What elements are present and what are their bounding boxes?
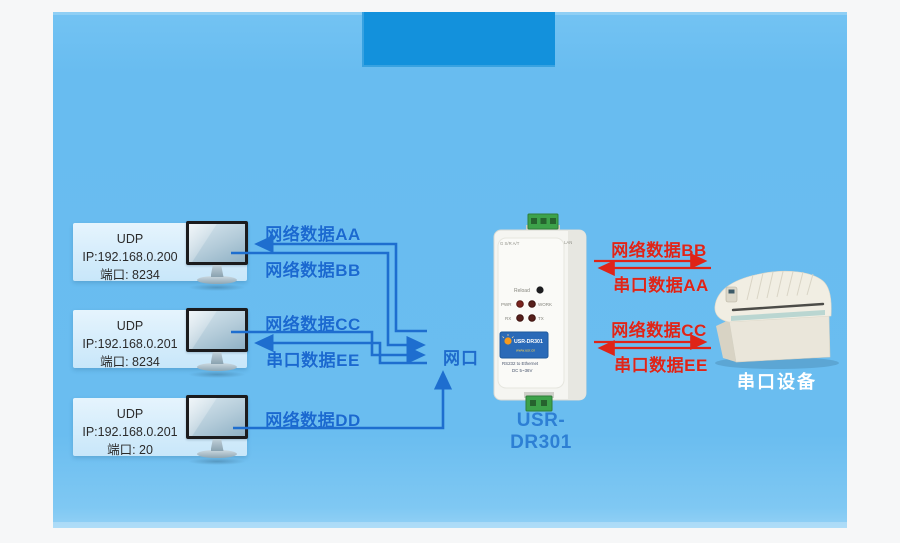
serial-device-label: 串口设备 xyxy=(737,372,817,392)
device-voltage-text: DC 5~36V xyxy=(512,368,532,373)
printer-cover-ribs xyxy=(746,271,814,301)
network-port-label: 网口 xyxy=(443,349,479,368)
pc2-ip: IP:192.168.0.201 xyxy=(82,336,178,351)
flow-label-ser-aa: 串口数据AA xyxy=(613,276,709,295)
device-bottom-connector xyxy=(524,392,554,398)
monitor-screen xyxy=(186,221,248,265)
monitor-shadow xyxy=(188,371,246,378)
reload-label: Reload xyxy=(514,288,530,294)
monitor-screen xyxy=(186,308,248,352)
terminal-screws xyxy=(531,218,556,224)
rx-led xyxy=(516,314,524,322)
pc1-port: 端口: 8234 xyxy=(100,267,160,282)
serial-printer xyxy=(714,270,839,369)
monitor-shadow xyxy=(188,458,246,465)
monitor-base xyxy=(197,363,237,371)
monitor-stand xyxy=(210,439,224,451)
monitor-stand xyxy=(210,352,224,364)
led-pwr-label: PWR xyxy=(501,302,512,307)
tx-led xyxy=(528,314,536,322)
led-work-label: WORK xyxy=(538,302,552,307)
terminal-screws-bottom xyxy=(530,400,547,406)
device-function-text: RS232 to Ethernet xyxy=(502,361,539,366)
monitor-screen xyxy=(186,395,248,439)
device-top-label-left: G S/R A/T xyxy=(500,241,520,246)
pc3-ip: IP:192.168.0.201 xyxy=(82,424,178,439)
led-rx-label: RX xyxy=(505,316,511,321)
printer-paper-slot xyxy=(731,302,825,312)
computer-icon-2 xyxy=(186,308,248,378)
flow-label-bb: 网络数据BB xyxy=(265,261,361,280)
led-tx-label: TX xyxy=(538,316,544,321)
computer-icon-1 xyxy=(186,221,248,291)
flow-label-aa: 网络数据AA xyxy=(265,225,361,244)
pwr-led xyxy=(516,300,524,308)
flow-label-ee: 串口数据EE xyxy=(266,351,360,370)
usr-logo-rays xyxy=(502,334,514,339)
printer-teal-strip xyxy=(731,310,825,321)
pc-info-1: UDP IP:192.168.0.200 端口: 8234 xyxy=(73,223,187,284)
usr-logo-icon xyxy=(504,337,512,345)
device-side-face xyxy=(568,230,586,400)
pc3-port: 端口: 20 xyxy=(107,442,153,457)
pc1-ip: IP:192.168.0.200 xyxy=(82,249,178,264)
flow-label-dd: 网络数据DD xyxy=(265,411,361,430)
printer-buttons xyxy=(725,286,738,303)
accent-banner xyxy=(362,12,555,67)
flow-label-net-cc: 网络数据CC xyxy=(611,321,707,340)
sticker-url-text: www.usr.cn xyxy=(516,349,535,353)
monitor-base xyxy=(197,276,237,284)
flow-label-cc: 网络数据CC xyxy=(265,315,361,334)
printer-left-side xyxy=(716,320,736,362)
sticker-model-text: USR-DR301 xyxy=(514,339,543,345)
pc2-port: 端口: 8234 xyxy=(100,354,160,369)
flow-label-net-bb: 网络数据BB xyxy=(611,241,707,260)
printer-indicator xyxy=(728,289,735,294)
pc3-protocol: UDP xyxy=(116,407,144,421)
reload-button xyxy=(536,286,544,294)
pc-info-2: UDP IP:192.168.0.201 端口: 8234 xyxy=(73,310,187,371)
monitor-shadow xyxy=(188,284,246,291)
pc1-protocol: UDP xyxy=(116,232,144,246)
device-bottom-terminal xyxy=(525,395,553,412)
work-led xyxy=(528,300,536,308)
pc-info-3: UDP IP:192.168.0.201 端口: 20 xyxy=(73,398,187,459)
usr-dr301-device: G S/R A/T LAN Reload PWR WORK RX TX USR-… xyxy=(493,213,587,412)
device-sticker xyxy=(499,331,549,359)
device-top-label-right: LAN xyxy=(564,240,572,245)
monitor-stand xyxy=(210,265,224,277)
pc2-protocol: UDP xyxy=(116,319,144,333)
computer-icon-3 xyxy=(186,395,248,465)
device-caption: USR-DR301 xyxy=(510,410,572,453)
monitor-base xyxy=(197,450,237,458)
flow-label-ser-ee: 串口数据EE xyxy=(614,356,708,375)
